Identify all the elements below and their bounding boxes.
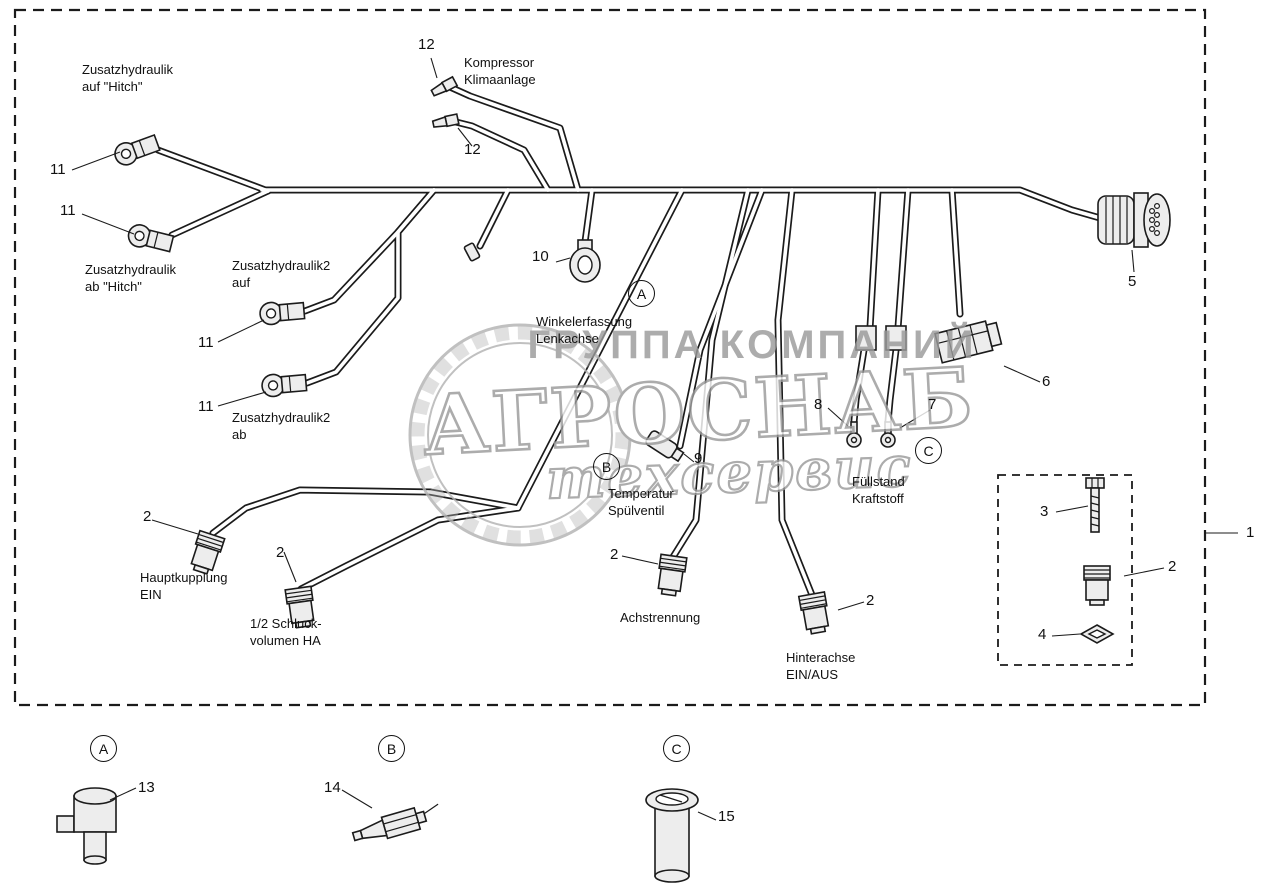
connectors	[111, 76, 1171, 636]
connector-5-main-plug	[1097, 192, 1171, 248]
legend-components	[56, 787, 699, 883]
callout-11: 11	[198, 398, 214, 415]
callout-15: 15	[718, 808, 735, 825]
spade-terminal-12-b	[431, 113, 460, 130]
legend-marker-c: C	[663, 735, 690, 762]
label-hinterachse-ein-aus: Hinterachse EIN/AUS	[786, 650, 856, 682]
callout-9: 9	[694, 450, 703, 467]
connector-11-hitch-up	[111, 131, 162, 169]
component-14-temp-sensor	[351, 803, 439, 842]
callout-7: 7	[928, 396, 937, 413]
callout-2: 2	[866, 592, 875, 609]
watermark-line1: ГРУППА КОМПАНИЙ	[527, 321, 976, 367]
section-marker-a: A	[628, 280, 655, 307]
component-13-switch	[56, 787, 117, 865]
callout-leader-lines	[71, 57, 1238, 821]
connector-11-aux2-down	[260, 370, 308, 399]
callout-14: 14	[324, 779, 341, 796]
inset-detail-box	[997, 474, 1133, 666]
seal-4	[1079, 624, 1115, 644]
callout-13: 13	[138, 779, 155, 796]
legend-marker-b: B	[378, 735, 405, 762]
legend-marker-a: A	[90, 735, 117, 762]
callout-11: 11	[198, 334, 214, 351]
label-zusatzhydraulik-ab-hitch: Zusatzhydraulik ab "Hitch"	[85, 262, 177, 294]
component-15-fuel-sender	[645, 788, 699, 883]
callout-3: 3	[1040, 503, 1049, 520]
callout-12: 12	[464, 141, 481, 158]
diagram-frame-border	[13, 8, 1207, 707]
section-marker-c: C	[915, 437, 942, 464]
callout-10: 10	[532, 248, 549, 265]
connector-11-hitch-down	[125, 221, 175, 256]
label-zusatzhydraulik-auf-hitch: Zusatzhydraulik auf "Hitch"	[82, 62, 174, 94]
connector-2-hinterachse	[797, 591, 832, 636]
callout-1: 1	[1246, 524, 1255, 541]
callout-8: 8	[814, 396, 823, 413]
terminal-boot-7	[885, 325, 907, 351]
label-winkelerfassung-lenkachse: Winkelerfassung Lenkachse	[536, 314, 633, 346]
watermark-wreath-icon	[408, 323, 632, 547]
label-temperatur-spuelventil: Temperatur Spülventil	[608, 486, 674, 518]
label-zusatzhydraulik2-auf: Zusatzhydraulik2 auf	[232, 258, 331, 290]
callout-2: 2	[1168, 558, 1177, 575]
callout-2: 2	[143, 508, 152, 525]
callout-11: 11	[50, 161, 66, 178]
callout-4: 4	[1038, 626, 1047, 643]
label-achstrennung: Achstrennung	[620, 610, 701, 625]
connector-2-achstrennung	[654, 553, 688, 598]
callout-2: 2	[276, 544, 285, 561]
spade-terminal-12-a	[429, 76, 458, 99]
connector-2-inset	[1083, 565, 1111, 606]
label-kompressor-klimaanlage: Kompressor Klimaanlage	[464, 55, 536, 87]
label-zusatzhydraulik2-ab: Zusatzhydraulik2 ab	[232, 410, 331, 442]
wiring-harness	[154, 83, 1104, 599]
callout-6: 6	[1042, 373, 1051, 390]
callout-5: 5	[1128, 273, 1137, 290]
terminal-boot-8	[855, 325, 877, 351]
label-fuellstand-kraftstoff: Füllstand Kraftstoff	[852, 474, 905, 506]
label-hauptkupplung-ein: Hauptkupplung EIN	[140, 570, 228, 602]
callout-2: 2	[610, 546, 619, 563]
section-marker-b: B	[593, 453, 620, 480]
label-schluckvolumen-ha: 1/2 Schluck- volumen HA	[250, 616, 322, 648]
callout-12: 12	[418, 36, 435, 53]
callout-11: 11	[60, 202, 76, 219]
connector-11-aux2-up	[258, 298, 306, 327]
connector-10-steering-angle	[569, 239, 601, 283]
bolt-3	[1085, 477, 1105, 533]
